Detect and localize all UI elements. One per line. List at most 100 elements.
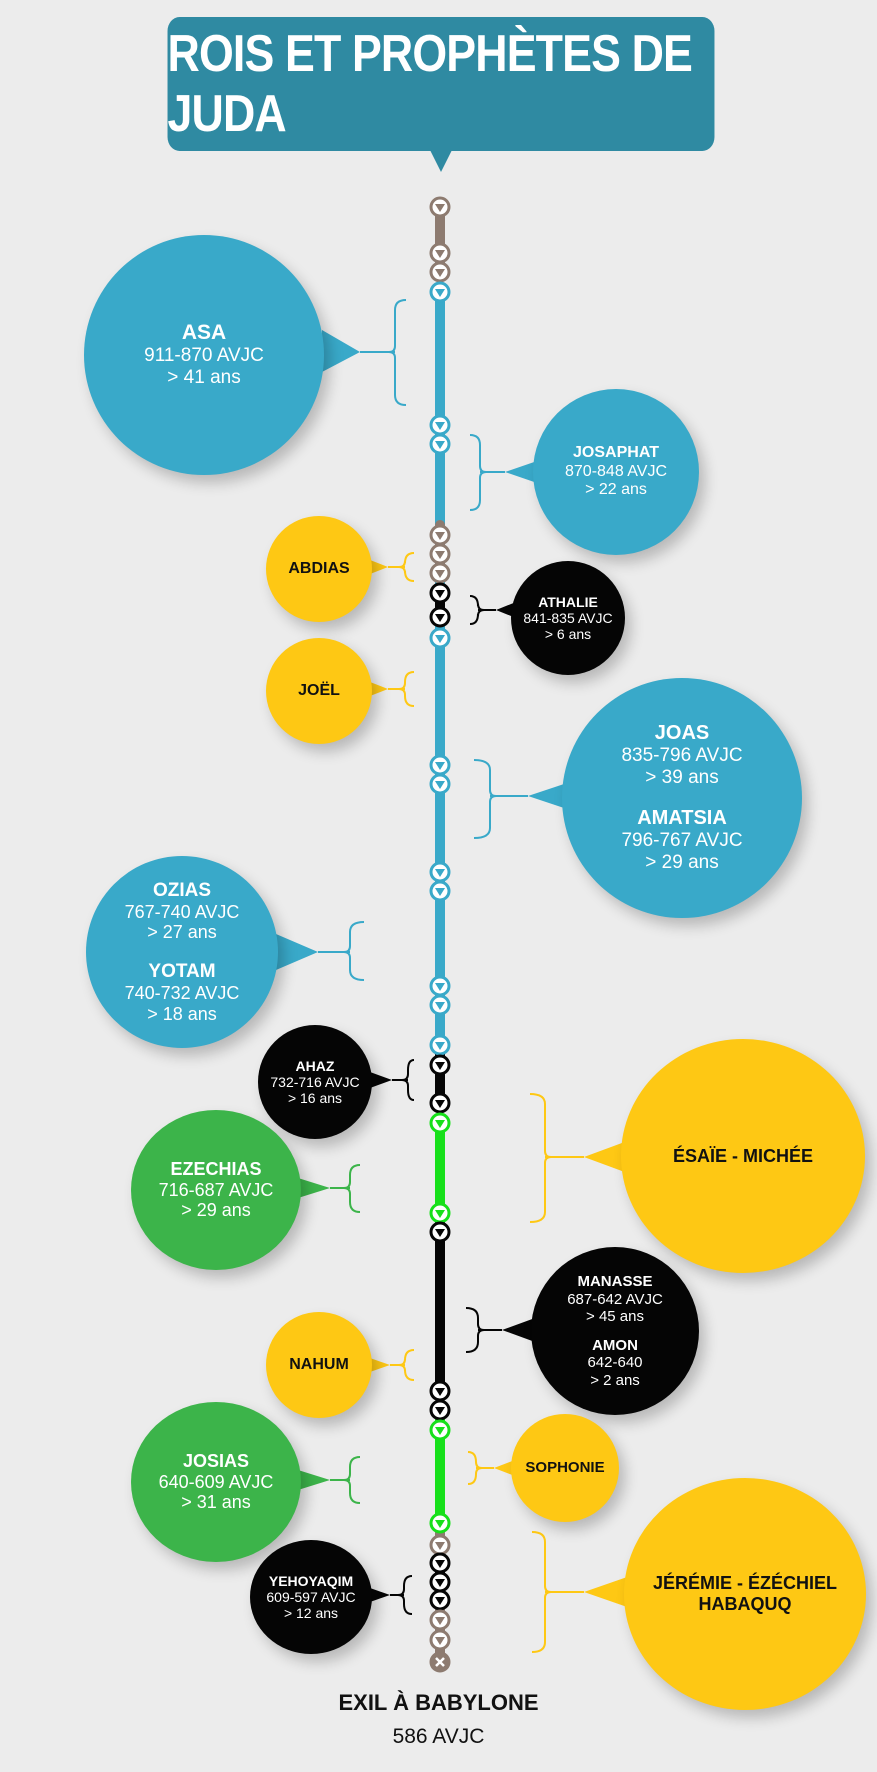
timeline-marker-arrow [435,1617,445,1625]
bubble-pointer [298,1470,330,1490]
king-josaphat-bubble: JOSAPHAT 870-848 AVJC > 22 ans [533,389,699,555]
king-duration: > 45 ans [586,1307,644,1325]
timeline-marker-arrow [435,204,445,212]
bubble-pointer [528,782,570,810]
timeline-marker-arrow [435,1542,445,1550]
prophet-nahum-bubble: NAHUM [266,1312,372,1418]
timeline-marker-arrow [435,269,445,277]
bracket-brace [529,1093,552,1223]
king-yehoyaqim-bubble: YEHOYAQIM 609-597 AVJC > 12 ans [250,1540,372,1654]
timeline-marker-arrow [435,635,445,643]
prophet-name: ABDIAS [288,559,350,577]
timeline-marker-arrow [435,1100,445,1108]
bubble-pointer [370,1358,390,1372]
timeline-marker-arrow [435,614,445,622]
footer-title: EXIL À BABYLONE [338,1690,539,1715]
king-duration: > 22 ans [585,481,647,499]
prophet-jeremie-ezechiel-habaquq-bubble: JÉRÉMIE - ÉZÉCHIEL HABAQUQ [624,1478,866,1710]
king-name: AMON [592,1337,638,1354]
king-duration: > 2 ans [590,1371,640,1389]
timeline-marker-arrow [435,1520,445,1528]
king-name: JOSIAS [182,1450,250,1471]
king-asa-bubble: ASA 911-870 AVJC > 41 ans [84,235,324,475]
king-duration: > 41 ans [167,367,241,389]
king-dates: 642-640 [587,1354,643,1372]
king-duration: > 29 ans [645,851,719,873]
king-athalie-bubble: ATHALIE 841-835 AVJC > 6 ans [511,561,625,675]
timeline-marker-arrow [435,1002,445,1010]
bracket-brace [398,671,415,707]
king-dates: 716-687 AVJC [158,1179,274,1200]
title-pointer [430,150,452,172]
prophet-esaie-michee-bubble: ÉSAÏE - MICHÉE [621,1039,865,1273]
king-dates: 835-796 AVJC [621,745,743,767]
prophet-sophonie-bubble: SOPHONIE [511,1414,619,1522]
timeline-marker-arrow [435,1560,445,1568]
prophet-name: HABAQUQ [698,1594,792,1614]
bracket-brace [343,921,365,981]
bracket-brace [397,1575,413,1615]
timeline-marker-arrow [435,590,445,598]
king-dates: 870-848 AVJC [565,462,667,480]
king-name: YOTAM [148,961,216,982]
king-name: JOAS [654,722,710,745]
king-dates: 767-740 AVJC [124,901,240,922]
prophet-joel-bubble: JOËL [266,638,372,744]
timeline-marker-arrow [435,1120,445,1128]
timeline-marker-arrow [435,1229,445,1237]
king-name: OZIAS [152,879,212,901]
timeline-marker-arrow [435,1210,445,1218]
king-duration: > 18 ans [147,1003,217,1024]
bracket-brace [469,434,487,511]
king-dates: 841-835 AVJC [523,609,613,626]
bubble-pointer [370,560,388,574]
king-manasse-amon-bubble: MANASSE 687-642 AVJC > 45 ans AMON 642-6… [531,1247,699,1415]
prophet-name: JOËL [298,681,340,699]
prophet-name: ÉSAÏE - MICHÉE [672,1145,814,1166]
timeline-marker-arrow [435,551,445,559]
king-name: AMATSIA [637,807,727,829]
bracket-brace [465,1307,485,1353]
timeline-marker-arrow [435,1388,445,1396]
bubble-pointer [502,1318,535,1342]
bracket-brace [343,1164,361,1213]
timeline-marker-arrow [435,1637,445,1645]
bracket-brace [388,299,407,406]
king-dates: 687-642 AVJC [567,1290,663,1308]
bubble-pointer [370,682,388,696]
king-name: JOSAPHAT [573,444,659,462]
prophet-name: JÉRÉMIE - ÉZÉCHIEL [652,1573,838,1594]
king-dates: 796-767 AVJC [621,830,743,851]
timeline-marker-arrow [435,532,445,540]
bubble-pointer [494,1460,515,1476]
king-ahaz-bubble: AHAZ 732-716 AVJC > 16 ans [258,1025,372,1139]
footer-date: 586 AVJC [392,1725,485,1748]
king-duration: > 29 ans [181,1200,251,1221]
king-joas-amatsia-bubble: JOAS 835-796 AVJC > 39 ans AMATSIA 796-7… [562,678,802,918]
king-ezechias-bubble: EZECHIAS 716-687 AVJC > 29 ans [131,1110,301,1270]
bracket-brace [469,595,485,625]
timeline-marker-arrow [435,1042,445,1050]
prophet-name: NAHUM [289,1355,349,1373]
bubble-pointer [298,1178,330,1198]
timeline-marker-arrow [435,869,445,877]
timeline-marker-arrow [435,1062,445,1070]
bracket-brace [531,1531,552,1653]
king-duration: > 39 ans [645,767,719,789]
timeline-marker-arrow [435,1427,445,1435]
king-dates: 640-609 AVJC [158,1471,274,1492]
timeline-marker-arrow [435,441,445,449]
king-duration: > 27 ans [147,922,217,943]
bracket-brace [473,759,497,839]
bracket-brace [467,1451,483,1485]
timeline-end-cross [435,1657,445,1667]
bubble-pointer [276,934,318,970]
bracket-brace [401,1059,415,1101]
timeline-marker-arrow [435,983,445,991]
bubble-pointer [370,1588,390,1602]
king-ozias-yotam-bubble: OZIAS 767-740 AVJC > 27 ans YOTAM 740-73… [86,856,278,1048]
timeline-marker-arrow [435,1579,445,1587]
king-name: AHAZ [295,1057,335,1074]
bubble-pointer [322,330,360,372]
